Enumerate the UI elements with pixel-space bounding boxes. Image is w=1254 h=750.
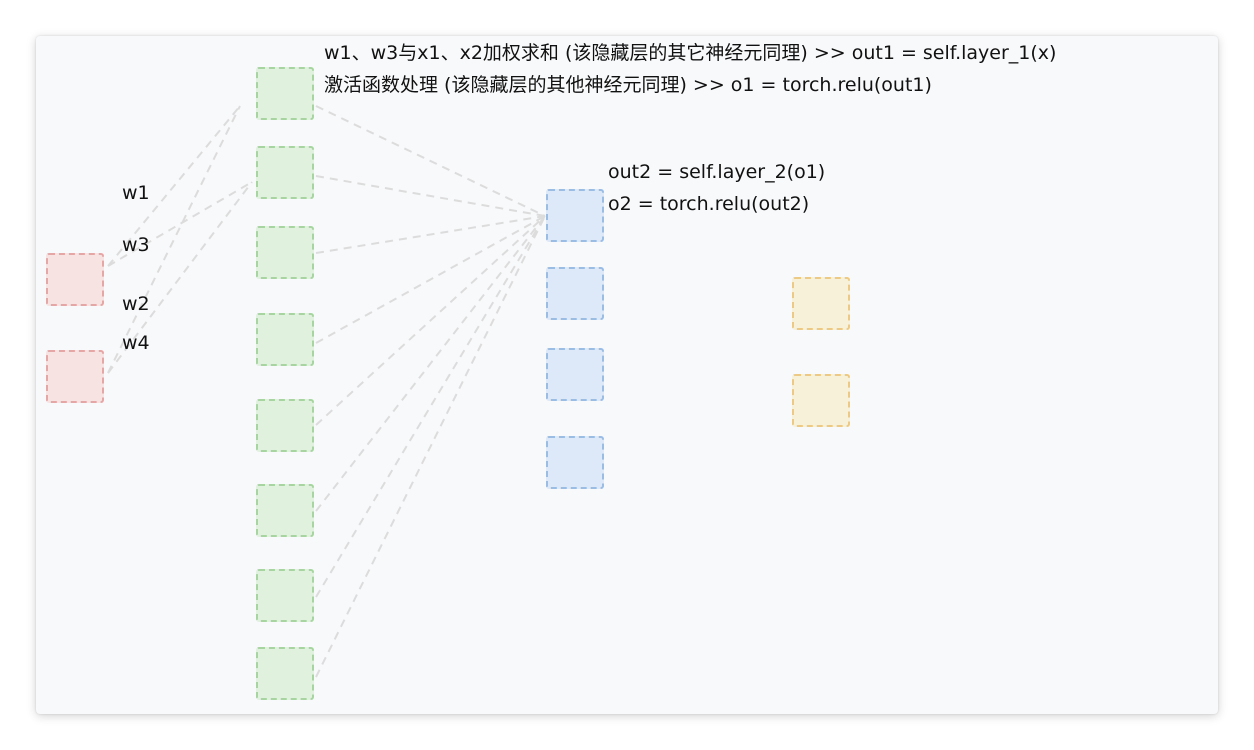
annotation-layer1-activation: 激活函数处理 (该隐藏层的其他神经元同理) >> o1 = torch.relu… <box>324 74 932 96</box>
edge-h1-6 <box>315 215 546 512</box>
input-node-x1 <box>46 253 104 306</box>
edge-h1-3 <box>315 215 546 254</box>
hidden1-node-7 <box>256 569 314 622</box>
input-node-x2 <box>46 350 104 403</box>
hidden2-node-4 <box>546 436 604 489</box>
hidden1-node-3 <box>256 226 314 279</box>
edge-h1-1 <box>315 105 546 217</box>
edge-h1-5 <box>315 215 546 426</box>
edge-input1-hidden1-a <box>107 105 241 267</box>
annotation-layer2-activation: o2 = torch.relu(out2) <box>608 193 810 215</box>
output-node-1 <box>792 277 850 330</box>
edge-h1-7 <box>315 215 546 598</box>
hidden1-node-8 <box>256 647 314 700</box>
hidden1-node-1 <box>256 67 314 120</box>
edge-h1-2 <box>315 175 546 217</box>
weight-label-w2: w2 <box>122 293 150 315</box>
weight-label-w1: w1 <box>122 182 150 204</box>
edge-h1-4 <box>315 215 546 344</box>
hidden2-node-3 <box>546 348 604 401</box>
output-node-2 <box>792 374 850 427</box>
hidden1-node-6 <box>256 484 314 537</box>
edge-input2-hidden1-b <box>107 181 253 374</box>
hidden2-node-1 <box>546 189 604 242</box>
diagram-canvas <box>36 36 1218 714</box>
edge-input2-hidden1-a <box>107 105 241 374</box>
weight-label-w3: w3 <box>122 234 150 256</box>
edge-h1-8 <box>315 215 546 678</box>
hidden1-node-2 <box>256 146 314 199</box>
hidden2-node-2 <box>546 267 604 320</box>
hidden1-node-4 <box>256 313 314 366</box>
hidden1-node-5 <box>256 399 314 452</box>
weight-label-w4: w4 <box>122 332 150 354</box>
annotation-layer2-sum: out2 = self.layer_2(o1) <box>608 161 826 183</box>
annotation-layer1-sum: w1、w3与x1、x2加权求和 (该隐藏层的其它神经元同理) >> out1 =… <box>324 42 1057 64</box>
